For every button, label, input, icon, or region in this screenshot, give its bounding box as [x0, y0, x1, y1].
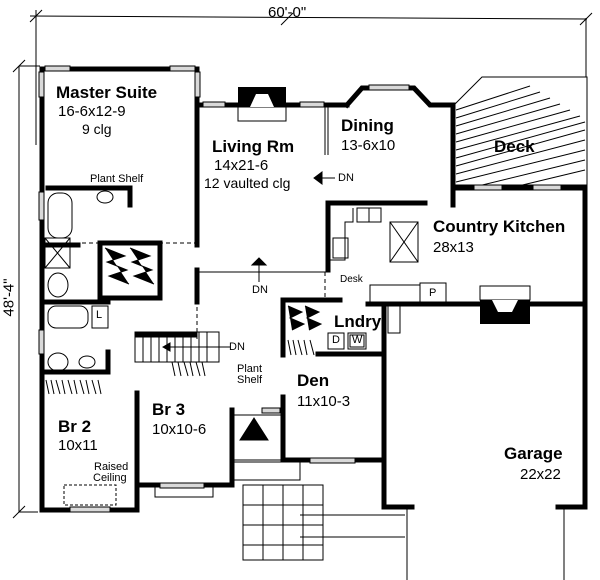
room-dining-size: 13-6x10 [341, 137, 396, 154]
room-garage-size: 22x22 [520, 466, 561, 483]
room-living-size: 14x21-6 [214, 157, 269, 174]
dimension-lines [12, 9, 593, 519]
plant-shelf-mid-label-2: Shelf [237, 374, 263, 386]
dryer-label: D [332, 334, 340, 346]
room-kitchen-size: 28x13 [433, 239, 474, 256]
linen-label: L [96, 309, 103, 321]
room-master-suite-name: Master Suite [56, 83, 158, 102]
dn-hall-label: DN [252, 284, 268, 296]
room-living-ceiling: 12 vaulted clg [204, 175, 291, 191]
room-br3-size: 10x10-6 [152, 421, 207, 438]
dn-stair-label: DN [229, 341, 245, 353]
room-den-size: 11x10-3 [297, 393, 351, 410]
thin-lines [40, 105, 565, 580]
raised-ceiling-label: Raised [94, 461, 129, 473]
room-garage-name: Garage [504, 444, 563, 463]
washer-label: W [352, 334, 363, 346]
room-master-suite-ceiling: 9 clg [82, 121, 112, 137]
fireplace-icon [480, 300, 530, 324]
room-dining-name: Dining [341, 116, 394, 135]
raised-ceiling-label-2: Ceiling [93, 472, 127, 484]
plant-shelf-label: Plant Shelf [90, 173, 144, 185]
depth-dimension: 48'-4" [0, 278, 18, 317]
room-deck-name: Deck [494, 137, 535, 156]
room-kitchen-name: Country Kitchen [433, 217, 566, 236]
windows [38, 65, 562, 513]
room-br3-name: Br 3 [152, 400, 186, 419]
plant-shelf-mid-label: Plant [237, 363, 263, 375]
desk-label: Desk [340, 274, 363, 285]
room-br2-size: 10x11 [58, 437, 98, 454]
room-br2-name: Br 2 [58, 417, 92, 436]
deck-hatching [452, 76, 588, 191]
dn-living-label: DN [338, 172, 354, 184]
fireplace-icon [237, 87, 287, 122]
room-laundry-name: Lndry [334, 312, 382, 331]
closet-hatching [45, 247, 323, 395]
room-living-name: Living Rm [212, 137, 295, 156]
room-master-suite-size: 16-6x12-9 [58, 103, 126, 120]
pantry-label: P [429, 287, 437, 299]
room-den-name: Den [297, 371, 330, 390]
arrows [161, 171, 335, 441]
width-dimension: 60'-0" [268, 4, 307, 21]
